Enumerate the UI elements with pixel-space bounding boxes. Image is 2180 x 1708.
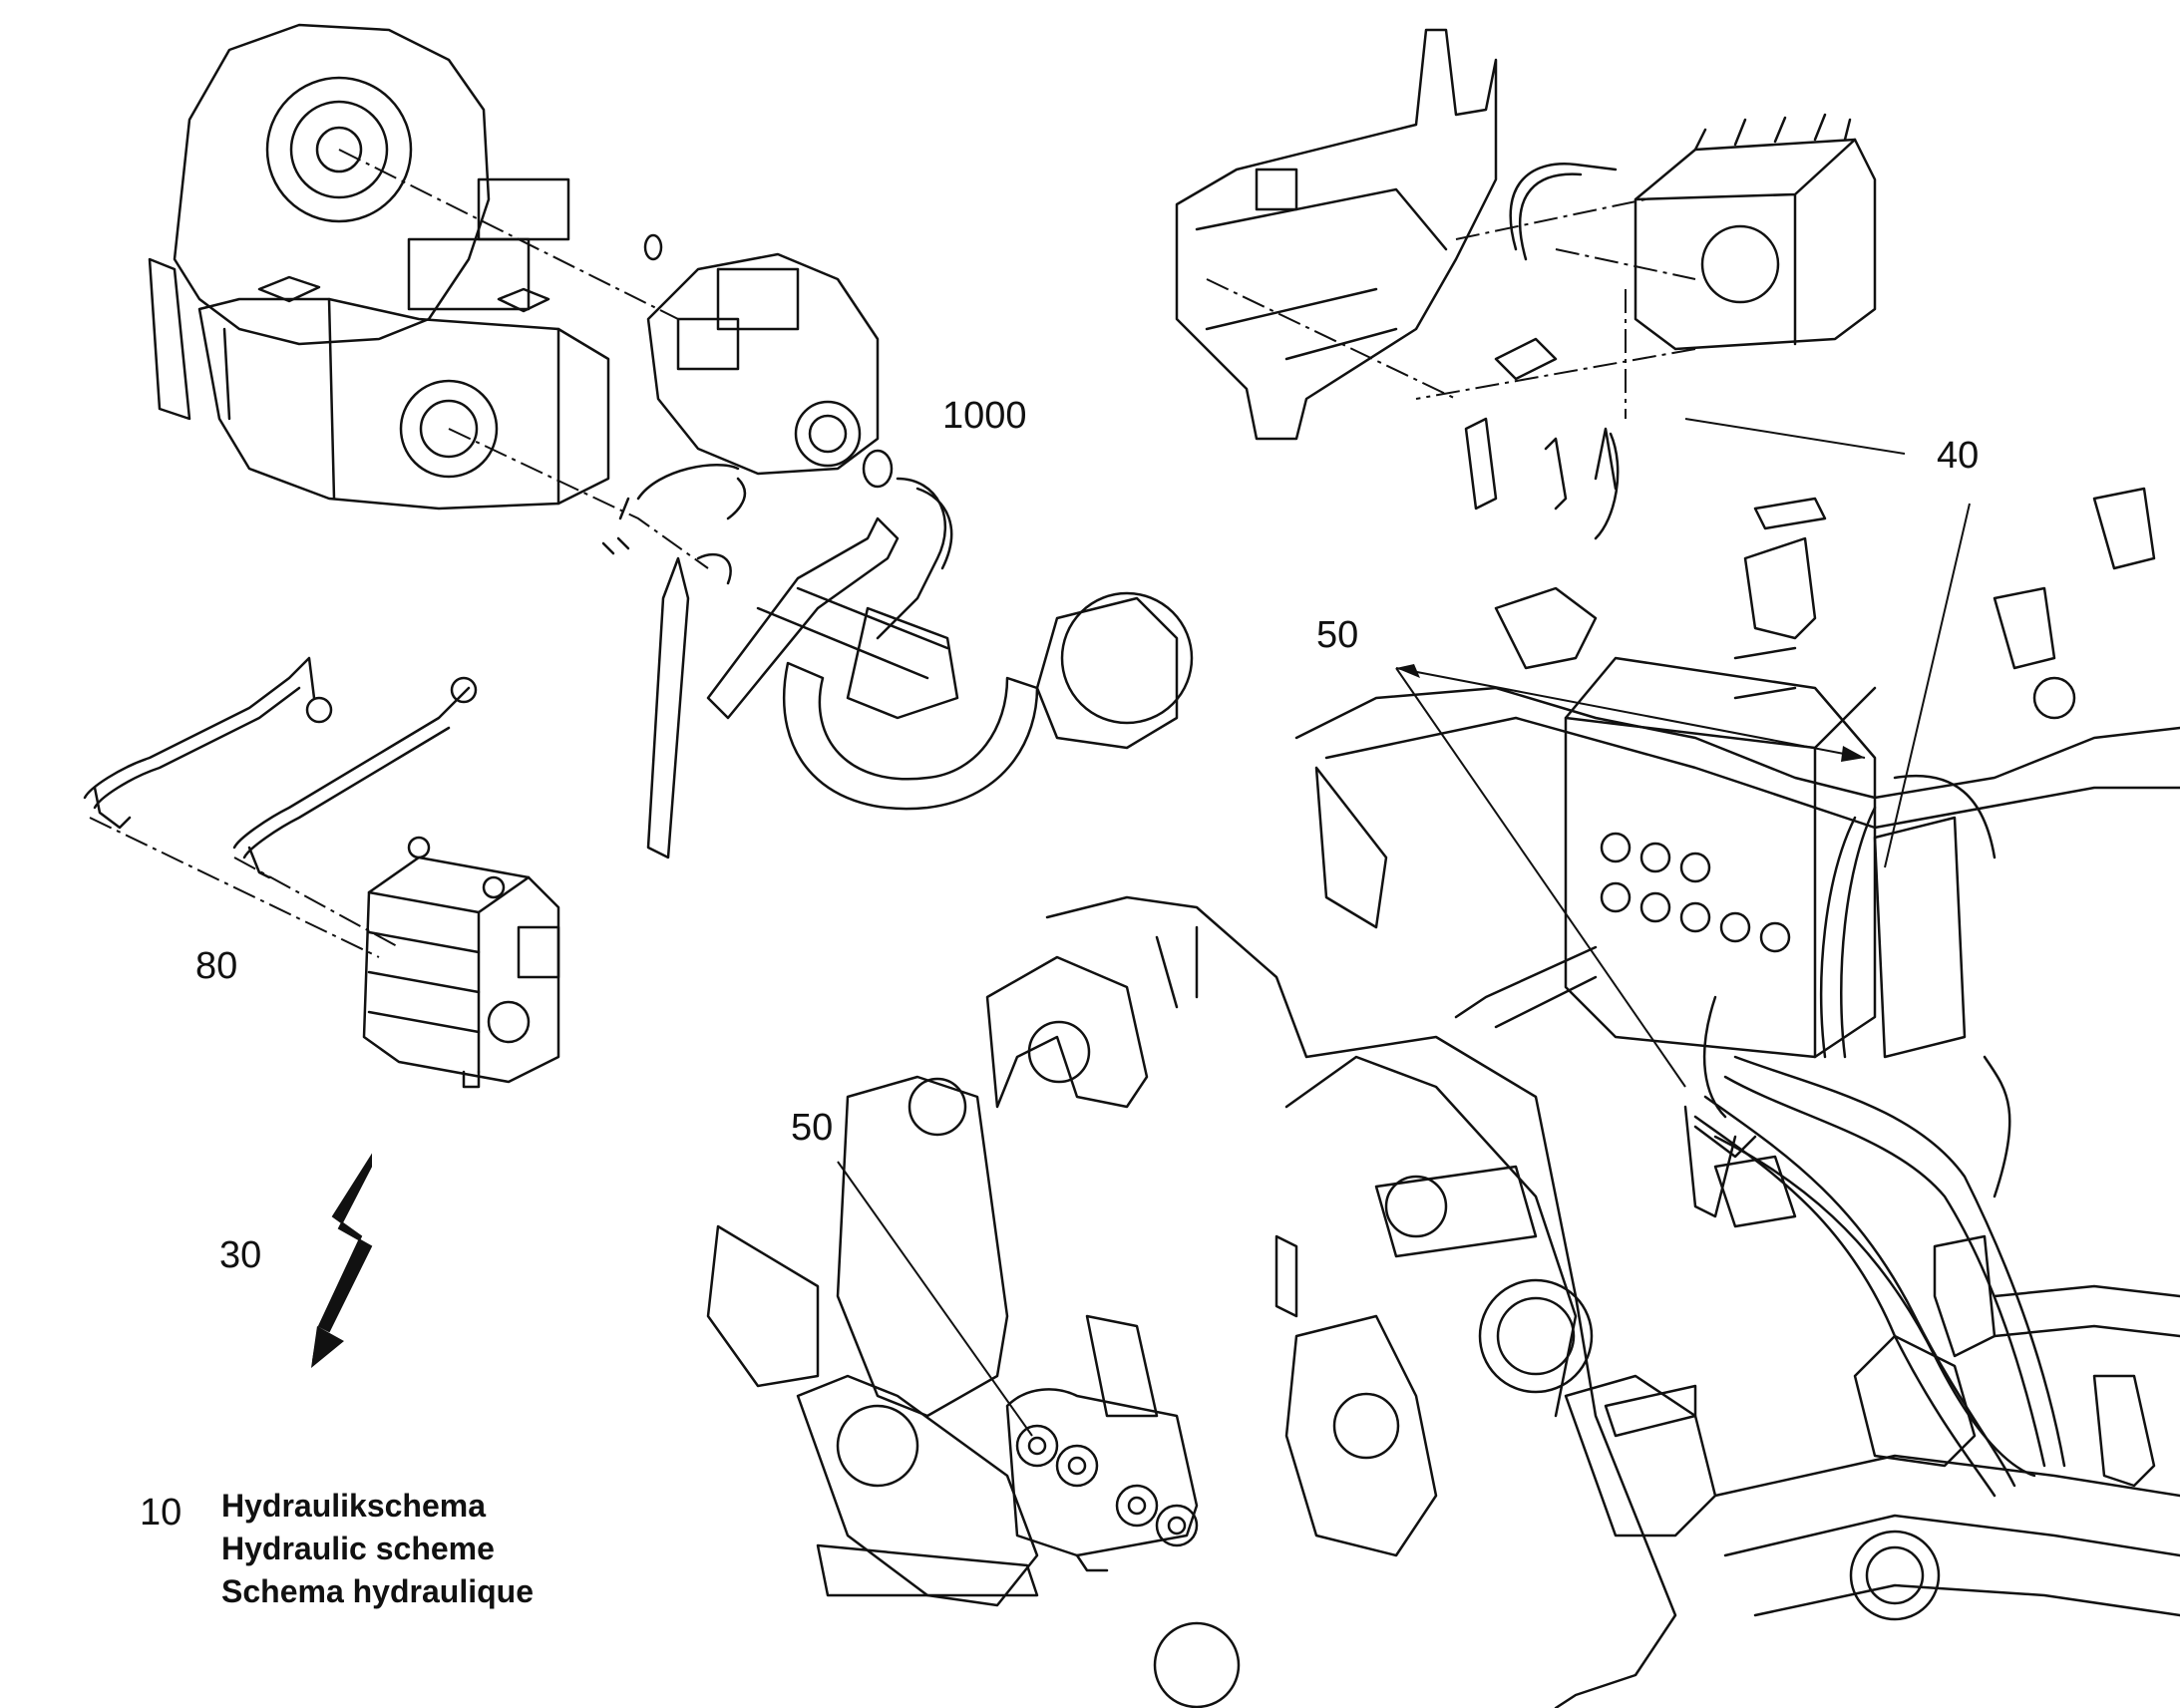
suction-pipe-assembly [646,477,1194,859]
transmission-pump-housing [148,23,610,511]
main-chassis-frame [706,487,2180,1708]
quick-couplings [1005,1388,1199,1572]
hydraulic-hose-bundle [1683,1055,2066,1498]
callout-80: 80 [195,945,238,987]
callout-10: 10 [140,1492,182,1534]
lightning-bolt-icon [311,1153,373,1368]
frame-bracket-and-control-valve [1175,28,1877,540]
leader-50-b [1395,667,1686,1088]
valve-block [362,836,560,1089]
callout-50-lower: 50 [791,1107,834,1149]
callout-1000: 1000 [942,395,1027,437]
leader-40-b [1884,503,1971,868]
callout-30: 30 [219,1234,262,1276]
main-control-valve-block [1454,656,1997,1119]
pilot-hose-set [83,656,478,879]
leader-50-c [837,1161,1033,1437]
leader-40-a [1684,418,1906,455]
callout-40: 40 [1937,435,1980,477]
legend-german: Hydraulikschema [221,1488,487,1524]
callout-50-upper: 50 [1316,614,1359,656]
legend-french: Schema hydraulique [221,1573,534,1609]
leader-50-a [1395,667,1866,759]
legend-english: Hydraulic scheme [221,1531,495,1566]
hydraulic-pump-assembly [601,233,894,555]
